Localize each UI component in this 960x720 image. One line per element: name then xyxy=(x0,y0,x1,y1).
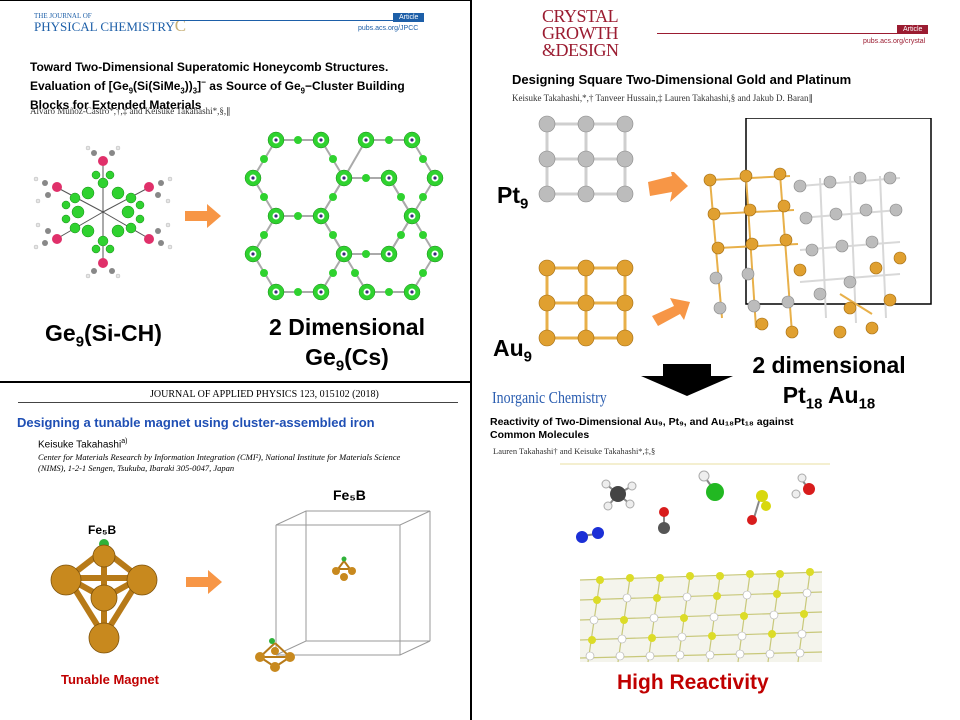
fe5b-label-large: Fe₅B xyxy=(333,487,366,503)
ic-molecules-surface-image xyxy=(560,463,830,663)
fe5b-cluster-image xyxy=(50,539,158,654)
cgd-logo-line-2: GROWTH xyxy=(542,23,618,43)
jpc-rule xyxy=(170,20,417,21)
ge9-si-ch-molecule-image xyxy=(33,145,173,279)
vertical-divider xyxy=(470,0,472,720)
jap-affiliation-line-1: Center for Materials Research by Informa… xyxy=(38,452,401,462)
au-to-2d-arrow xyxy=(652,298,690,326)
two-dimensional-label-line-1: 2 Dimensional xyxy=(269,314,425,340)
pt9-label: Pt9 xyxy=(497,182,529,213)
jpc-article-tag: Article xyxy=(393,13,425,22)
jpc-journal-letter: C xyxy=(174,16,187,35)
oh-molecule xyxy=(791,473,815,499)
ic-title: Reactivity of Two-Dimensional Au₉, Pt₉, … xyxy=(490,416,794,442)
jpc-title: Toward Two-Dimensional Superatomic Honey… xyxy=(30,60,450,113)
jap-right-arrow xyxy=(186,570,222,594)
jap-author: Keisuke Takahashia) xyxy=(38,438,128,451)
cgd-authors: Keisuke Takahashi,*,† Tanveer Hussain,‡ … xyxy=(512,93,814,103)
high-reactivity-caption: High Reactivity xyxy=(617,671,769,694)
pt9-cluster-image xyxy=(538,115,634,203)
two-dimensional-ge9-label: 2 Dimensional Ge9(Cs) xyxy=(264,312,430,382)
cgd-logo-line-3: &DESIGN xyxy=(542,40,619,60)
jap-header: JOURNAL OF APPLIED PHYSICS 123, 015102 (… xyxy=(150,389,379,400)
ge9-si-ch-label: Ge9(Si-CH) xyxy=(45,320,162,351)
cgd-logo-line-1: CRYSTAL xyxy=(542,6,619,26)
ic-journal-logo: Inorganic Chemistry xyxy=(492,388,607,407)
au9-label: Au9 xyxy=(493,335,532,366)
jpc-journal-top: THE JOURNAL OF xyxy=(34,12,92,20)
so-molecule xyxy=(747,490,771,525)
n2-molecule xyxy=(576,527,604,543)
frame-top-left xyxy=(0,0,471,1)
cgd-title: Designing Square Two-Dimensional Gold an… xyxy=(512,72,852,87)
horizontal-divider-left xyxy=(0,381,471,383)
jpc-title-line-1: Toward Two-Dimensional Superatomic Honey… xyxy=(30,60,389,74)
cgd-url[interactable]: pubs.acs.org/crystal xyxy=(863,38,926,45)
ic-authors: Lauren Takahashi† and Keisuke Takahashi*… xyxy=(493,446,656,456)
two-dim-label-line-2: Pt18 Au18 xyxy=(782,382,876,413)
jpc-journal-main: PHYSICAL CHEMISTRY xyxy=(34,19,175,34)
down-arrow xyxy=(641,364,733,396)
hcl-molecule xyxy=(698,470,724,501)
fe5b-unit-cell-image xyxy=(255,510,431,672)
jpc-title-line-2: Evaluation of [Ge9(Si(SiMe3))3]− as Sour… xyxy=(30,77,405,96)
jpc-title-line-3: Blocks for Extended Materials xyxy=(30,98,202,113)
jpc-url[interactable]: pubs.acs.org/JPCC xyxy=(358,25,419,32)
ch3-molecule xyxy=(601,479,637,511)
two-dimensional-label-line-2: Ge9(Cs) xyxy=(305,344,389,375)
jpc-right-arrow xyxy=(185,204,221,228)
jap-affiliation: Center for Materials Research by Informa… xyxy=(38,452,400,474)
ic-title-line-1: Reactivity of Two-Dimensional Au₉, Pt₉, … xyxy=(490,416,794,428)
cgd-journal-logo: CRYSTAL GROWTH &DESIGN xyxy=(542,6,619,60)
pt18-au18-2d-image xyxy=(703,118,932,339)
two-dim-label-line-1: 2 dimensional xyxy=(752,352,906,378)
ge9-honeycomb-image xyxy=(244,131,444,301)
tunable-magnet-caption: Tunable Magnet xyxy=(61,672,159,687)
jap-affiliation-line-2: (NIMS), 1-2-1 Sengen, Tsukuba, Ibaraki 3… xyxy=(38,463,235,473)
cgd-rule xyxy=(657,33,923,34)
jpc-authors: Alvaro Muñoz-Castro*,†,‡ and Keisuke Tak… xyxy=(30,106,231,116)
jap-title: Designing a tunable magnet using cluster… xyxy=(17,415,375,430)
co-molecule xyxy=(658,507,670,534)
au-pt-surface xyxy=(579,568,823,663)
ge9-cluster-nodes xyxy=(244,131,444,301)
jpc-journal-logo: THE JOURNAL OF PHYSICAL CHEMISTRYC xyxy=(34,11,187,35)
jap-title-line xyxy=(18,402,458,403)
au9-cluster-image xyxy=(538,259,634,347)
cgd-article-tag: Article xyxy=(897,25,929,34)
fe5b-label-small: Fe₅B xyxy=(88,523,117,537)
ic-title-line-2: Common Molecules xyxy=(490,429,590,441)
pt-to-2d-arrow xyxy=(648,172,688,202)
two-dimensional-pt18-au18-label: 2 dimensional Pt18 Au18 xyxy=(736,350,922,420)
